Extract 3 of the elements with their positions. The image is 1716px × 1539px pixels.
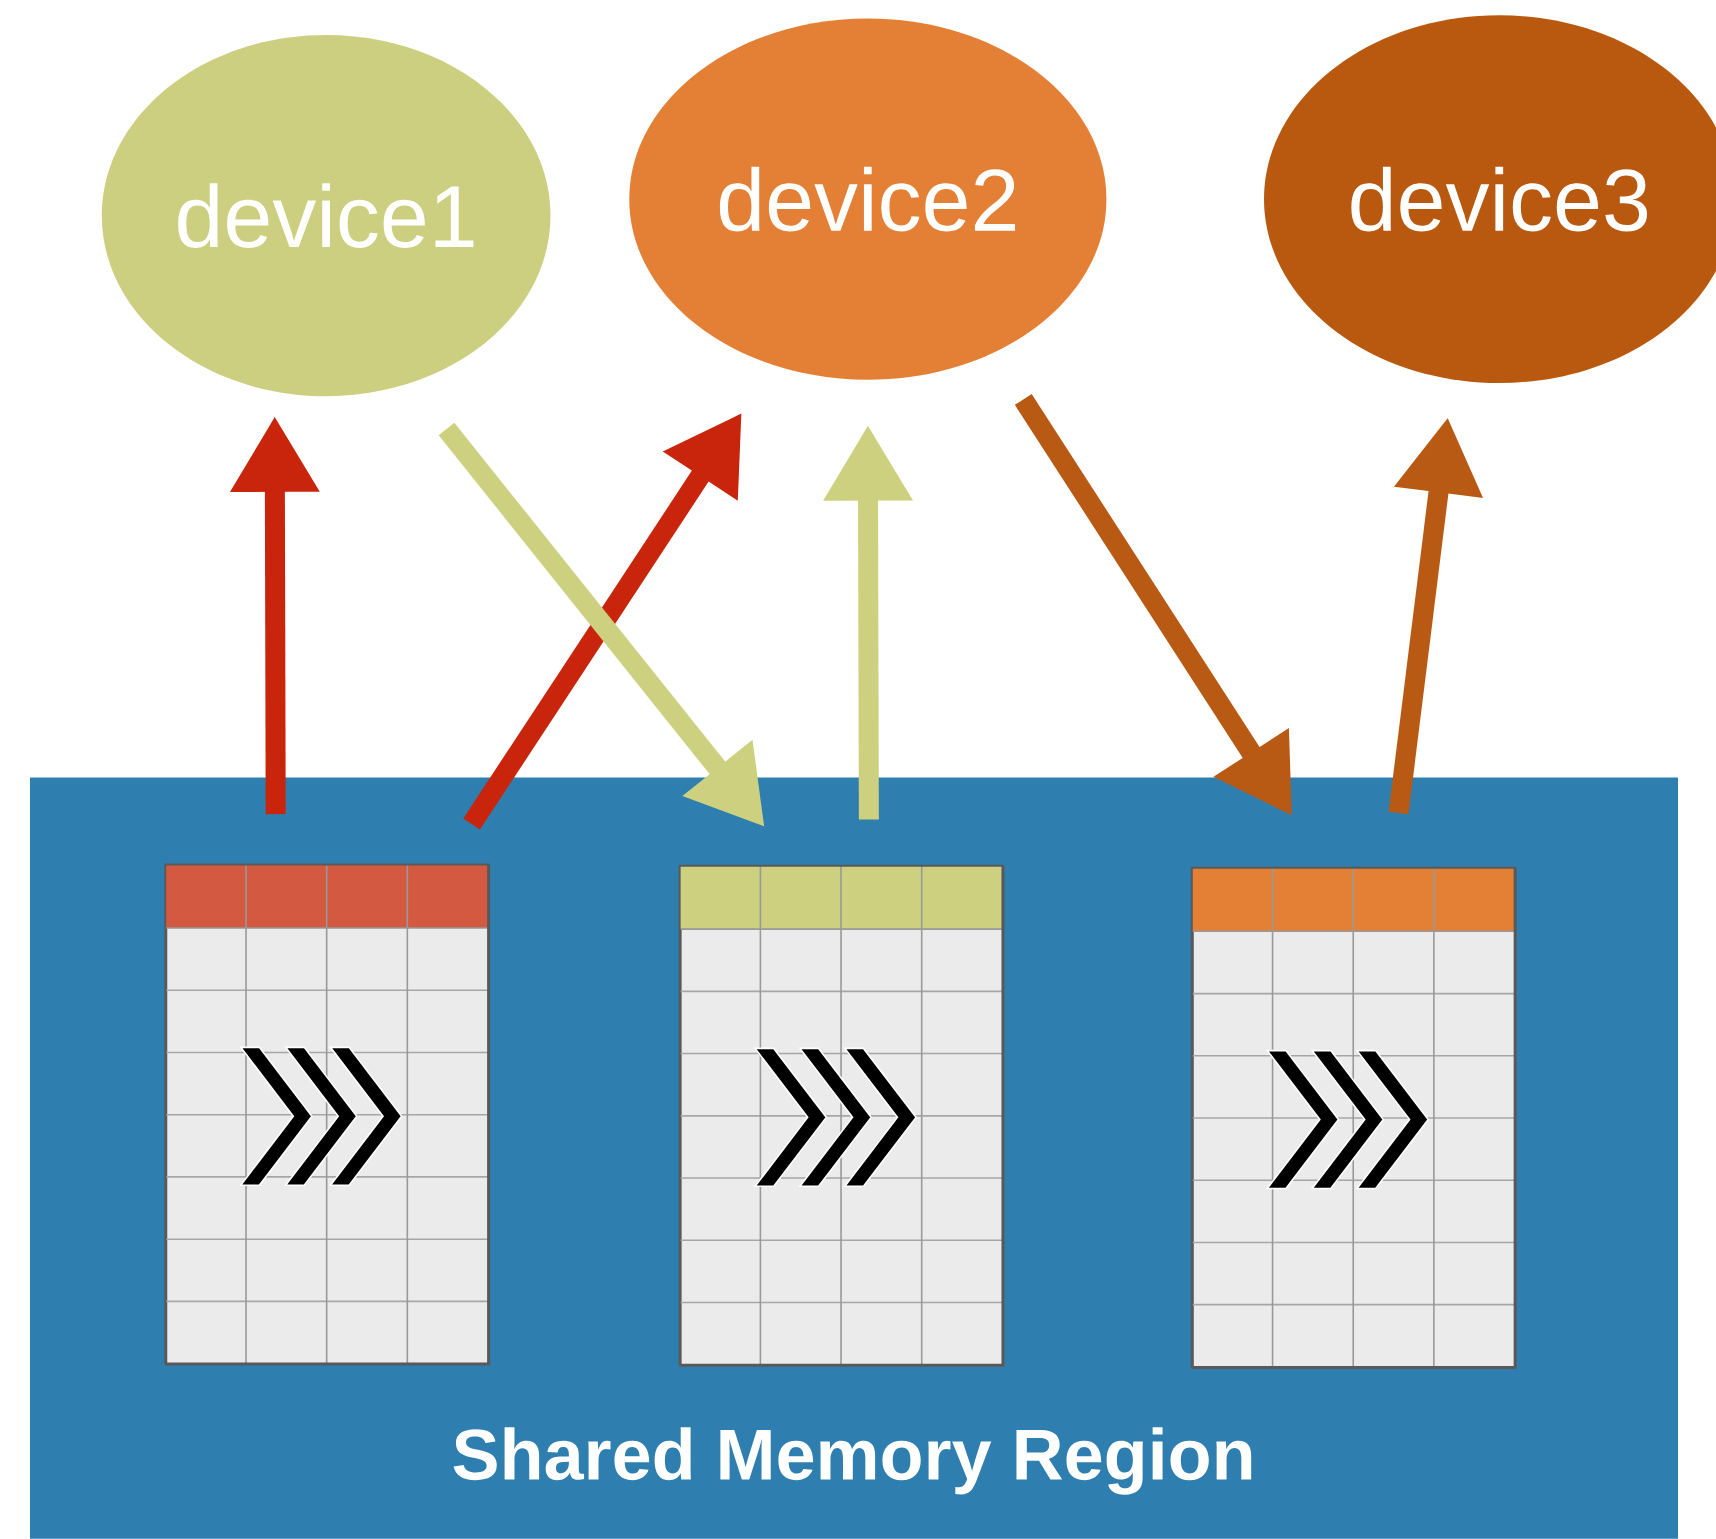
table-drawing	[1190, 867, 1517, 1370]
table-drawing	[164, 863, 491, 1366]
table-drawing	[678, 864, 1005, 1367]
